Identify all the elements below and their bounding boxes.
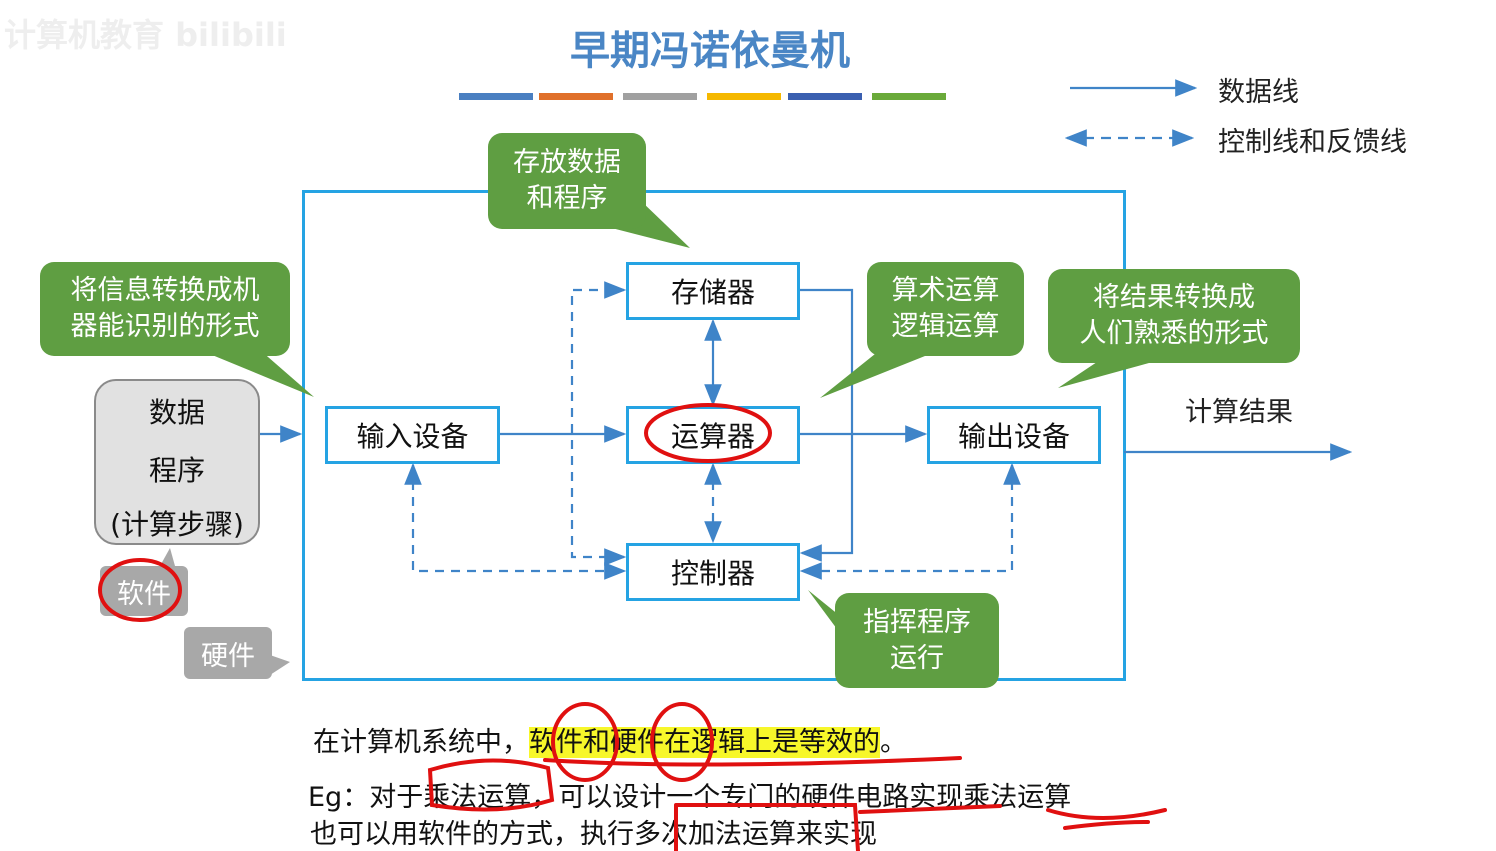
callout-input: 将信息转换成机 器能识别的形式 bbox=[40, 262, 290, 356]
annotation-underline bbox=[1063, 820, 1150, 830]
host-boundary bbox=[302, 190, 1126, 681]
callout-control: 指挥程序 运行 bbox=[835, 593, 999, 688]
callout-tail bbox=[820, 350, 940, 398]
result-label: 计算结果 bbox=[1185, 397, 1293, 428]
program-line: (计算步骤) bbox=[110, 508, 244, 541]
annotation-underline bbox=[1046, 808, 1167, 820]
legend-control-line-label: 控制线和反馈线 bbox=[1218, 127, 1407, 158]
equivalence-statement: 在计算机系统中，软件和硬件在逻辑上是等效的。 bbox=[313, 720, 907, 759]
software-tail bbox=[160, 548, 175, 566]
program-box: 数据 程序 (计算步骤) bbox=[94, 379, 260, 545]
legend-data-line-label: 数据线 bbox=[1218, 77, 1299, 108]
input-control-arrow bbox=[404, 462, 627, 580]
hardware-tail bbox=[270, 655, 290, 675]
output-device: 输出设备 bbox=[927, 406, 1101, 464]
annotation-circle bbox=[650, 702, 714, 782]
color-bar bbox=[788, 93, 862, 100]
color-bar bbox=[459, 93, 533, 100]
control-unit: 控制器 bbox=[626, 543, 800, 601]
color-bar bbox=[872, 93, 946, 100]
callout-tail bbox=[1058, 360, 1160, 388]
output-control-arrow bbox=[799, 462, 1021, 580]
control-memory-arrow bbox=[570, 281, 627, 566]
hardware-label: 硬件 bbox=[184, 627, 272, 679]
input-device: 输入设备 bbox=[325, 406, 500, 464]
color-bar bbox=[623, 93, 697, 100]
program-line: 程序 bbox=[148, 454, 205, 487]
color-bar bbox=[539, 93, 613, 100]
callout-alu: 算术运算 逻辑运算 bbox=[867, 262, 1024, 356]
annotation-box bbox=[674, 803, 860, 851]
color-bar bbox=[707, 93, 781, 100]
text: 在计算机系统中， bbox=[313, 727, 529, 758]
annotation-circle bbox=[98, 558, 182, 622]
annotation-circle bbox=[644, 403, 772, 463]
memory-unit: 存储器 bbox=[626, 262, 800, 320]
annotation-underline bbox=[543, 756, 962, 767]
example-line-2: 也可以用软件的方式，执行多次加法运算来实现 bbox=[310, 819, 877, 850]
watermark: 计算机教育 bilibili bbox=[4, 16, 287, 54]
annotation-box bbox=[427, 758, 555, 812]
slide-title: 早期冯诺依曼机 bbox=[570, 28, 850, 74]
annotation-circle bbox=[551, 702, 619, 782]
annotation-underline bbox=[858, 804, 1002, 814]
highlight-text: 在逻辑上是等效的 bbox=[664, 727, 880, 758]
callout-tail bbox=[200, 350, 314, 397]
callout-memory: 存放数据 和程序 bbox=[488, 133, 646, 229]
highlight-text: 和 bbox=[583, 727, 610, 758]
callout-output: 将结果转换成 人们熟悉的形式 bbox=[1048, 269, 1300, 363]
text: 。 bbox=[880, 727, 907, 758]
program-line: 数据 bbox=[148, 396, 205, 429]
